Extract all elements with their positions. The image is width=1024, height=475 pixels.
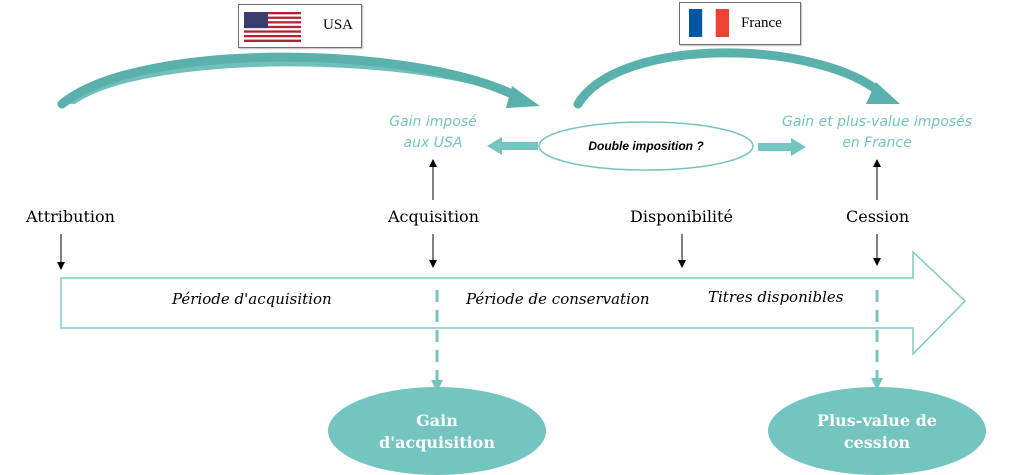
left-teal-arrow xyxy=(487,137,538,155)
double-imposition-ellipse xyxy=(538,121,754,171)
period-acquisition: Période d'acquisition xyxy=(172,290,332,308)
france-label: France xyxy=(741,15,782,31)
france-tax-line-1: Gain et plus-value imposés xyxy=(781,114,973,130)
france-flag-icon xyxy=(689,9,729,37)
gain-line-1: Gain xyxy=(416,411,458,430)
usa-tax-label: Gain imposé aux USA xyxy=(363,112,503,154)
milestone-cession: Cession xyxy=(846,207,910,226)
timeline-arrow xyxy=(60,250,967,356)
usa-tax-line-2: aux USA xyxy=(403,135,463,151)
plus-value-line-1: Plus-value de xyxy=(817,411,937,430)
gain-line-2: d'acquisition xyxy=(379,433,495,452)
plus-value-dashed-arrow xyxy=(871,290,883,390)
gain-acquisition-text: Gain d'acquisition xyxy=(337,410,537,454)
france-tax-label: Gain et plus-value imposés en France xyxy=(758,112,996,154)
plus-value-line-2: cession xyxy=(843,433,911,452)
usa-label: USA xyxy=(323,17,354,33)
plus-value-bubble xyxy=(768,387,986,475)
milestone-acquisition: Acquisition xyxy=(388,207,479,226)
usa-flag-box: USA xyxy=(238,4,362,48)
double-imposition-label: Double imposition ? xyxy=(588,139,704,153)
period-conservation: Période de conservation xyxy=(466,290,650,308)
france-flag-box: France xyxy=(679,2,801,45)
plus-value-text: Plus-value de cession xyxy=(777,410,977,454)
france-tax-line-2: en France xyxy=(842,135,912,151)
right-teal-arrow xyxy=(758,138,806,156)
milestone-attribution: Attribution xyxy=(26,207,115,226)
milestone-disponibilite: Disponibilité xyxy=(630,207,733,226)
usa-flag-icon xyxy=(244,12,301,42)
usa-curved-arrow xyxy=(57,52,540,109)
france-curved-arrow xyxy=(573,48,900,109)
gain-acquisition-bubble xyxy=(328,387,546,475)
period-titres-disponibles: Titres disponibles xyxy=(708,288,844,306)
usa-tax-line-1: Gain imposé xyxy=(389,114,477,130)
gain-dashed-arrow xyxy=(431,290,443,392)
